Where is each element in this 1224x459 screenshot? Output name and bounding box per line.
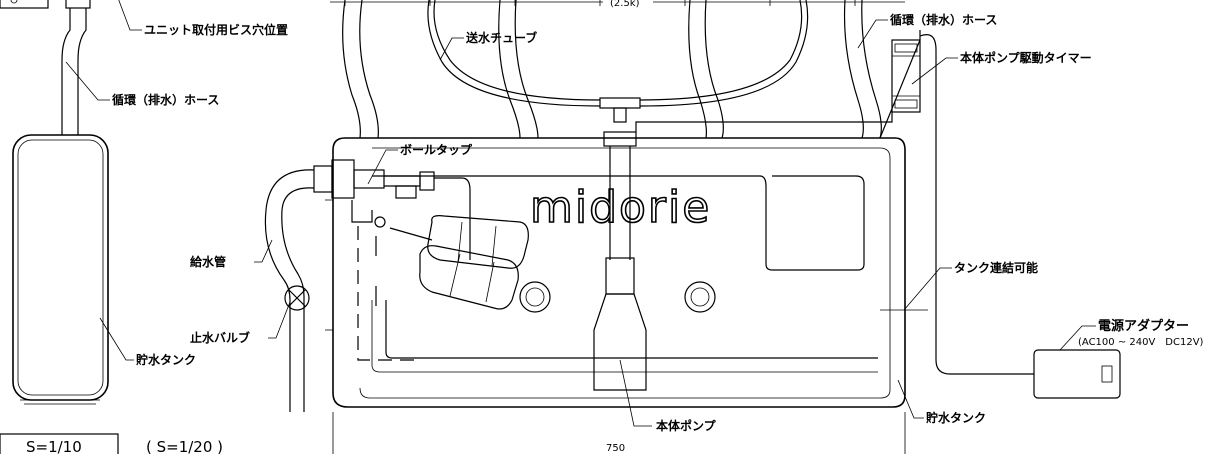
- label-storage-tank-right: 貯水タンク: [926, 410, 986, 425]
- leader-water-tube: [439, 37, 464, 61]
- dimension-width: 750: [606, 443, 625, 454]
- label-supply-pipe: 給水管: [190, 254, 226, 269]
- label-power-adapter: 電源アダプター: [1098, 318, 1189, 334]
- leader-storage-tank-left: [99, 317, 134, 361]
- top-dimension-line: (2.5k): [330, 0, 905, 9]
- top-dim-hint: (2.5k): [610, 0, 640, 9]
- leader-storage-tank-right: [897, 379, 924, 419]
- label-unit-screw-position: ユニット取付用ビス穴位置: [144, 22, 288, 37]
- brand-logo: midorie: [530, 182, 711, 233]
- bottom-dimension: 750: [332, 412, 906, 454]
- label-water-tube: 送水チューブ: [465, 30, 537, 45]
- label-main-pump: 本体ポンプ: [656, 418, 717, 433]
- leader-ball-tap: [367, 149, 398, 185]
- main-pump: [593, 131, 647, 391]
- leader-supply-pipe: [254, 239, 273, 263]
- label-circulation-hose-right: 循環（排水）ホース: [890, 12, 997, 27]
- scale-primary: S=1/10: [26, 438, 82, 454]
- label-ball-tap: ボールタップ: [400, 142, 473, 157]
- leader-tank-connectable: [903, 267, 952, 311]
- water-tube: [427, 0, 809, 123]
- ball-tap: [313, 159, 529, 310]
- label-power-spec: (AC100 ~ 240V DC12V): [1078, 337, 1204, 348]
- leader-main-pump: [619, 359, 652, 427]
- label-circulation-hose-left: 循環（排水）ホース: [112, 92, 219, 107]
- scale-secondary: ( S=1/20 ): [146, 438, 223, 454]
- label-stop-valve: 止水バルブ: [190, 330, 250, 345]
- leader-stop-valve: [268, 301, 291, 339]
- supply-pipe: [264, 169, 315, 412]
- leader-unit-screw: [118, 0, 142, 31]
- label-pump-timer: 本体ポンプ駆動タイマー: [960, 50, 1092, 65]
- label-storage-tank-left: 貯水タンク: [136, 352, 196, 367]
- top-left-unit: [0, 0, 91, 135]
- leader-pump-timer: [911, 57, 958, 85]
- leader-power-adapter: [1059, 325, 1096, 351]
- power-adapter: [1033, 349, 1121, 399]
- leader-circulation-right: [857, 19, 888, 49]
- leader-circulation-left: [65, 61, 110, 101]
- pump-timer: [635, 34, 1034, 375]
- main-tank: [325, 137, 906, 408]
- ball-tap-ghost: [357, 226, 420, 361]
- vertical-hoses: [342, 0, 882, 139]
- label-tank-connectable: タンク連結可能: [954, 260, 1038, 275]
- left-storage-tank: [12, 134, 109, 405]
